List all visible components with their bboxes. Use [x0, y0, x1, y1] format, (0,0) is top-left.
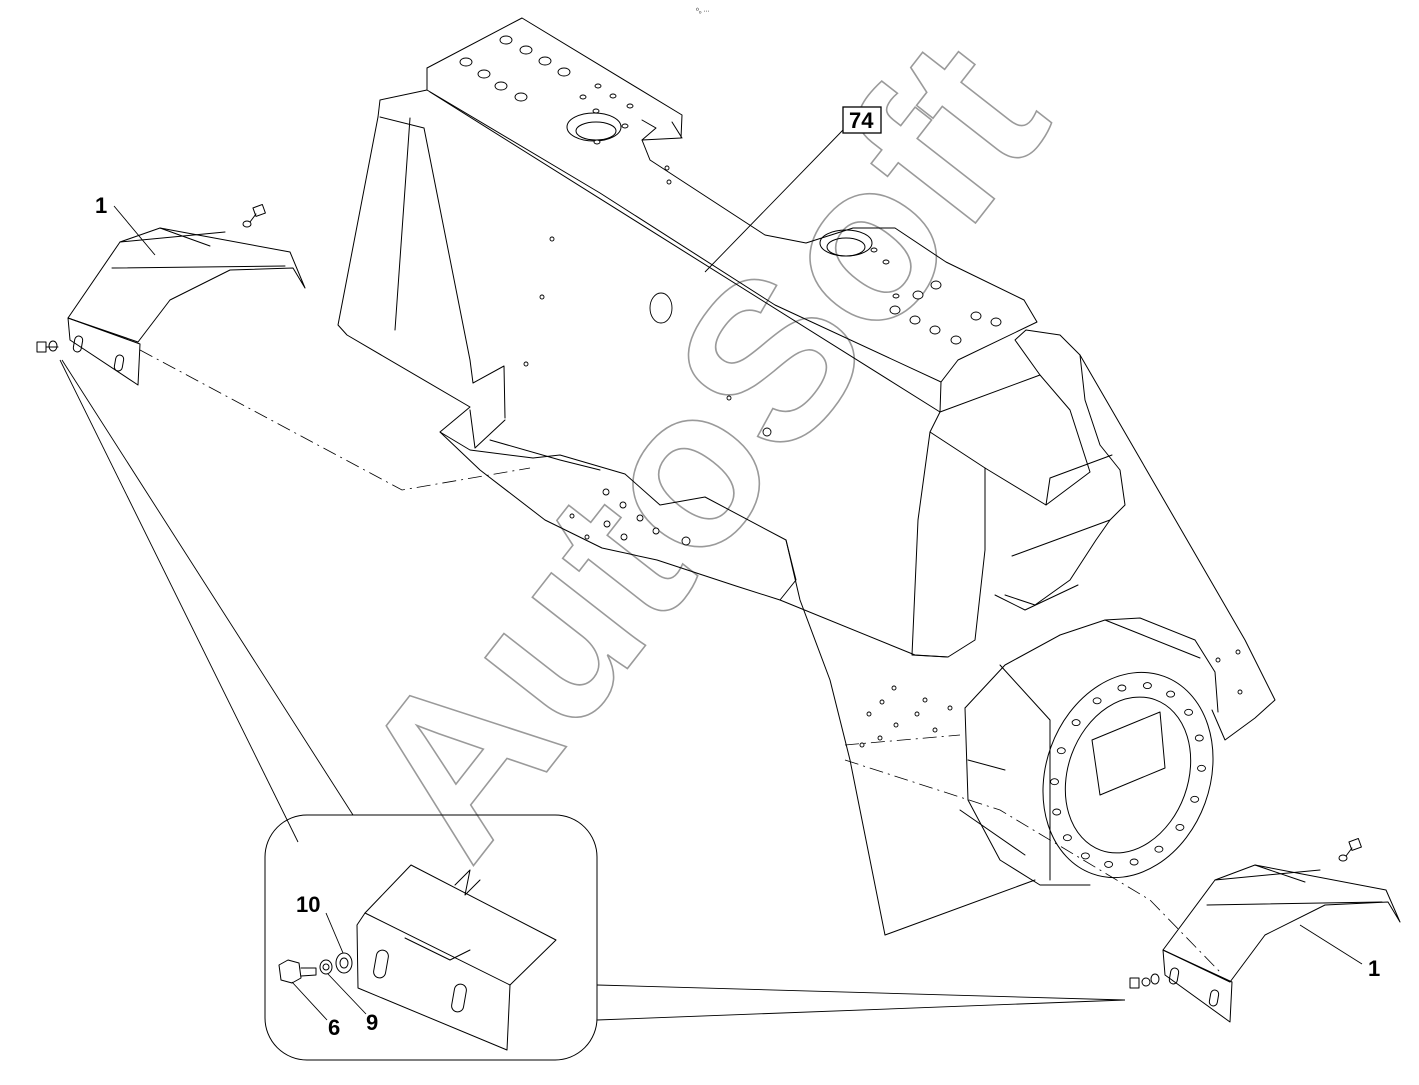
hub-bolt-hole: [1194, 734, 1204, 742]
fender-left: [36, 204, 306, 386]
hub-bolt-hole: [1056, 747, 1066, 755]
hub-bolt-hole: [1154, 845, 1164, 853]
hub-bolt-hole: [1080, 852, 1090, 860]
callout-1-left: 1: [95, 193, 156, 256]
hub-drum: [959, 617, 1219, 886]
callout-9: 9: [327, 973, 378, 1035]
callout-label: 10: [296, 892, 320, 917]
fender-right: [1129, 838, 1401, 1023]
hub-bolt-hole: [1092, 697, 1102, 705]
hub-bolt-hole: [1062, 834, 1072, 842]
detail-inset: [59, 359, 1126, 1061]
side-wall-holes: [523, 236, 772, 546]
callout-74: 74: [704, 106, 882, 273]
callout-label: 9: [366, 1010, 378, 1035]
hub-bolt-hole: [1142, 682, 1152, 690]
callout-label: 74: [849, 108, 874, 133]
hub-bolt-hole: [1184, 708, 1194, 716]
hub-bolt-hole: [1050, 778, 1059, 786]
hub-bolt-hole: [1052, 808, 1062, 816]
hub-bolt-hole: [1175, 823, 1185, 831]
hub-bolt-hole: [1166, 690, 1176, 698]
tower-holes: [859, 649, 1243, 748]
lockwasher-icon: [319, 959, 333, 975]
bolt-icon: [1129, 973, 1160, 989]
top-plate-holes: [459, 35, 1002, 345]
callout-label: 1: [1368, 956, 1380, 981]
hub-bolt-hole: [1197, 764, 1206, 772]
callout-10: 10: [296, 892, 344, 954]
bolt-icon: [242, 204, 266, 228]
header-marker: ⁰₀ ∙∙∙: [696, 7, 710, 15]
hub-bolt-hole: [1190, 795, 1200, 803]
hub-bolt-hole: [1071, 719, 1081, 727]
bolt-icon: [36, 340, 59, 353]
hub-bolt-hole: [1117, 684, 1127, 692]
hub-bolt-hole: [1129, 858, 1139, 866]
washer-icon: [335, 952, 353, 974]
hub-bolt-holes: [1050, 682, 1206, 868]
callout-label: 6: [328, 1015, 340, 1040]
callout-label: 1: [95, 193, 107, 218]
bolt-icon: [1338, 838, 1362, 862]
bolt-icon: [278, 959, 317, 984]
callout-6: 6: [291, 981, 340, 1040]
watermark: AutoSoft: [309, 0, 1092, 900]
hub-bolt-hole: [1104, 860, 1114, 868]
callout-1-right: 1: [1299, 924, 1380, 981]
rear-frame: [139, 17, 1276, 973]
